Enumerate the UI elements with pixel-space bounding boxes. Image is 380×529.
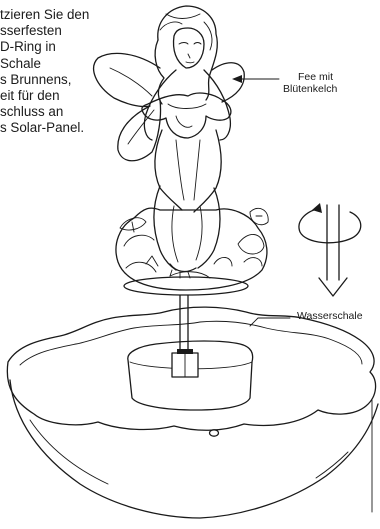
figure-base — [116, 208, 268, 295]
rotation-symbol — [299, 203, 361, 296]
fairy-figure — [94, 6, 245, 278]
water-basin — [7, 307, 378, 518]
pump — [172, 349, 198, 377]
